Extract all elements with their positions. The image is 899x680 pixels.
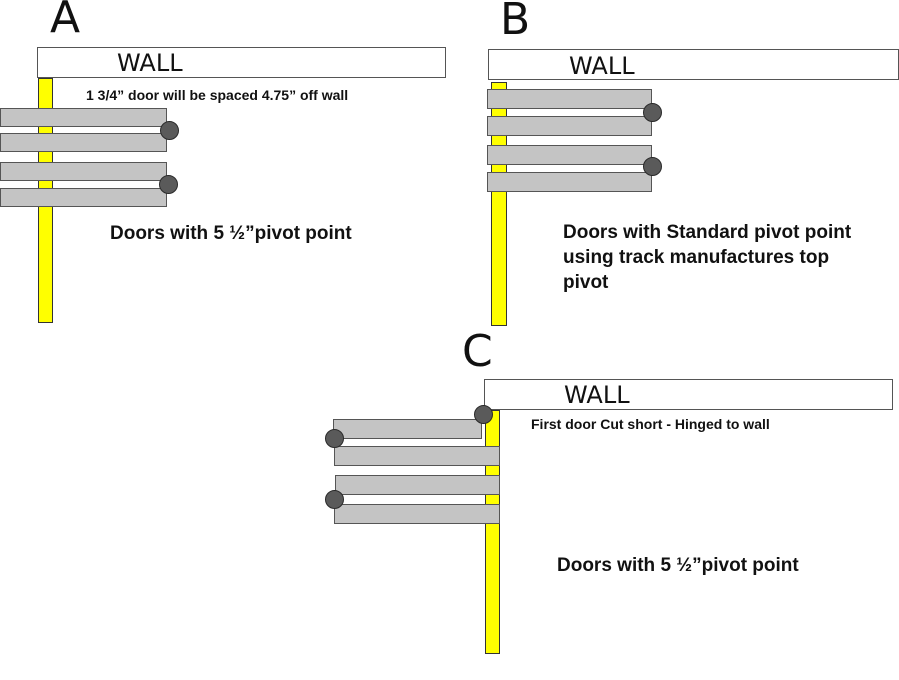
panel-b-door-1 xyxy=(487,89,652,109)
panel-b-caption-line-3: pivot xyxy=(563,272,609,293)
panel-a-caption: Doors with 5 ½”pivot point xyxy=(110,223,352,244)
panel-c-wall-label: WALL xyxy=(564,381,630,409)
panel-a-pivot-2 xyxy=(159,175,178,194)
panel-b-track xyxy=(491,82,507,326)
panel-c-hinge-pivot xyxy=(474,405,493,424)
panel-b-wall-label: WALL xyxy=(569,52,635,80)
panel-a-door-3 xyxy=(0,162,167,181)
panel-a-door-4 xyxy=(0,188,167,207)
panel-b-caption-line-1: Doors with Standard pivot point xyxy=(563,222,852,243)
panel-c-door-3 xyxy=(335,475,500,495)
panel-b-pivot-2 xyxy=(643,157,662,176)
panel-a-wall xyxy=(37,47,446,78)
panel-a-door-2 xyxy=(0,133,167,152)
panel-b-pivot-1 xyxy=(643,103,662,122)
panel-a-spacing-note: 1 3/4” door will be spaced 4.75” off wal… xyxy=(86,87,349,103)
panel-a-letter: A xyxy=(50,0,81,43)
panel-a-wall-label: WALL xyxy=(117,49,183,77)
panel-c-pivot-1 xyxy=(325,429,344,448)
panel-c-door-4 xyxy=(334,504,500,524)
panel-b-door-2 xyxy=(487,116,652,136)
panel-c-wall xyxy=(484,379,893,410)
panel-a-pivot-1 xyxy=(160,121,179,140)
panel-c-letter: C xyxy=(462,326,493,377)
panel-c-door-2 xyxy=(334,446,500,466)
panel-c-caption: Doors with 5 ½”pivot point xyxy=(557,555,799,576)
panel-b-door-4 xyxy=(487,172,652,192)
panel-b-caption-line-2: using track manufactures top xyxy=(563,247,830,268)
panel-b-wall xyxy=(488,49,899,80)
panel-c-hinge-note: First door Cut short - Hinged to wall xyxy=(531,416,770,432)
panel-a-door-1 xyxy=(0,108,167,127)
panel-b-letter: B xyxy=(500,0,531,45)
panel-c-door-1-short xyxy=(333,419,482,439)
panel-c-pivot-2 xyxy=(325,490,344,509)
panel-b-door-3 xyxy=(487,145,652,165)
